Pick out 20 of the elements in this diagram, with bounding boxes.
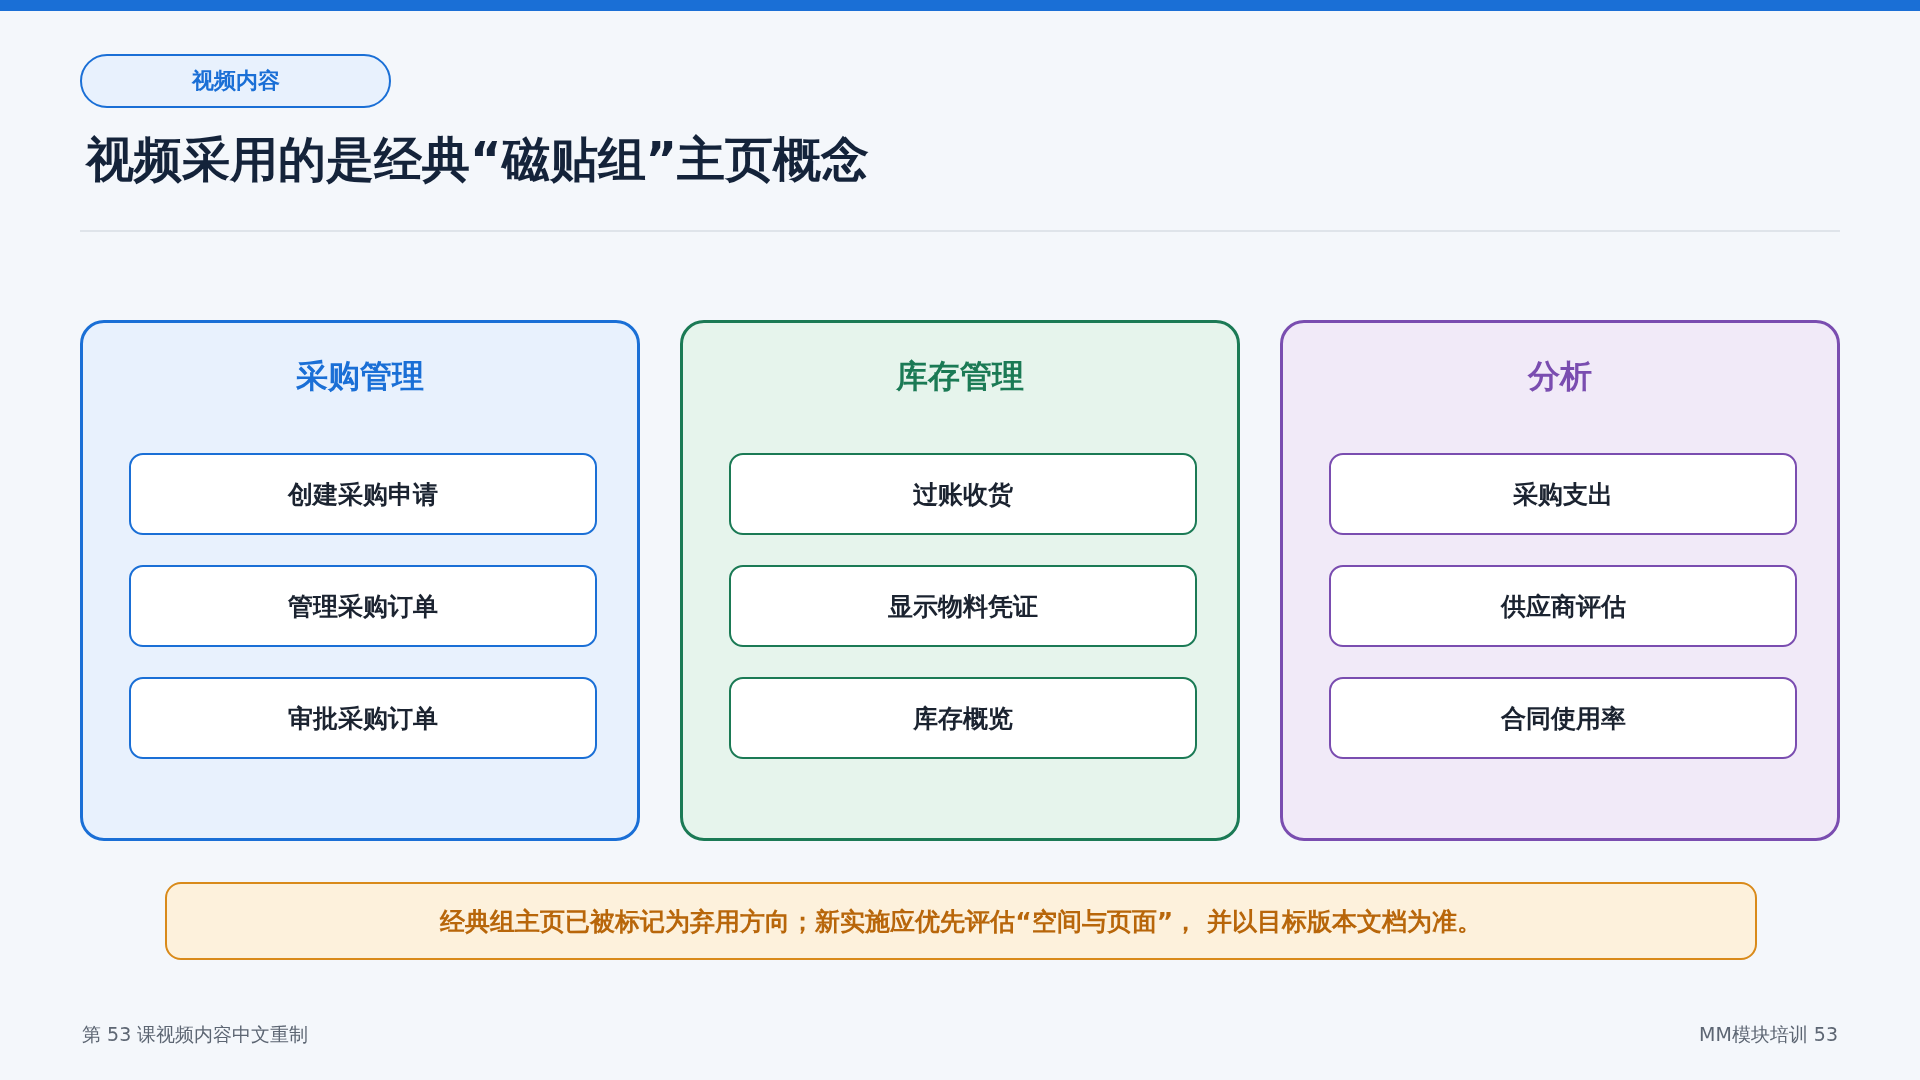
tile: 供应商评估	[1329, 565, 1797, 647]
panel-heading: 库存管理	[895, 356, 1025, 397]
page-number: MM模块培训 53	[1699, 1022, 1838, 1047]
tile-group-panel	[80, 320, 640, 841]
tile-group-panel	[680, 320, 1240, 841]
panel-heading: 分析	[1526, 356, 1593, 397]
tile-group-panel	[1280, 320, 1840, 841]
tile: 合同使用率	[1329, 677, 1797, 759]
tile: 库存概览	[729, 677, 1197, 759]
panel-heading: 采购管理	[295, 356, 425, 397]
tile: 审批采购订单	[129, 677, 597, 759]
tile: 显示物料凭证	[729, 565, 1197, 647]
tile: 过账收货	[729, 453, 1197, 535]
tile: 创建采购申请	[129, 453, 597, 535]
tile: 采购支出	[1329, 453, 1797, 535]
category-tag: 视频内容	[80, 54, 391, 108]
note-banner: 经典组主页已被标记为弃用方向；新实施应优先评估“空间与页面”， 并以目标版本文档为准。	[165, 882, 1757, 960]
page-title: 视频采用的是经典“磁贴组”主页概念	[86, 130, 870, 189]
footer-text: 第 53 课视频内容中文重制	[82, 1022, 309, 1047]
tile: 管理采购订单	[129, 565, 597, 647]
